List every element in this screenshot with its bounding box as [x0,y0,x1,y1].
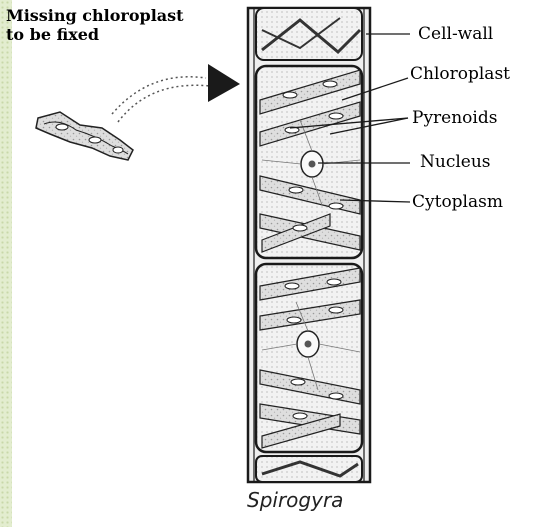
label-cytoplasm: Cytoplasm [412,192,503,212]
diagram-caption: Spirogyra [247,488,343,512]
label-chloroplast: Chloroplast [410,64,510,84]
label-pyrenoids: Pyrenoids [412,108,497,128]
label-cell-wall: Cell-wall [418,24,493,44]
loose-chloroplast-piece[interactable] [36,112,133,160]
label-nucleus: Nucleus [420,152,491,172]
curved-dotted-arrow-icon [112,64,240,122]
